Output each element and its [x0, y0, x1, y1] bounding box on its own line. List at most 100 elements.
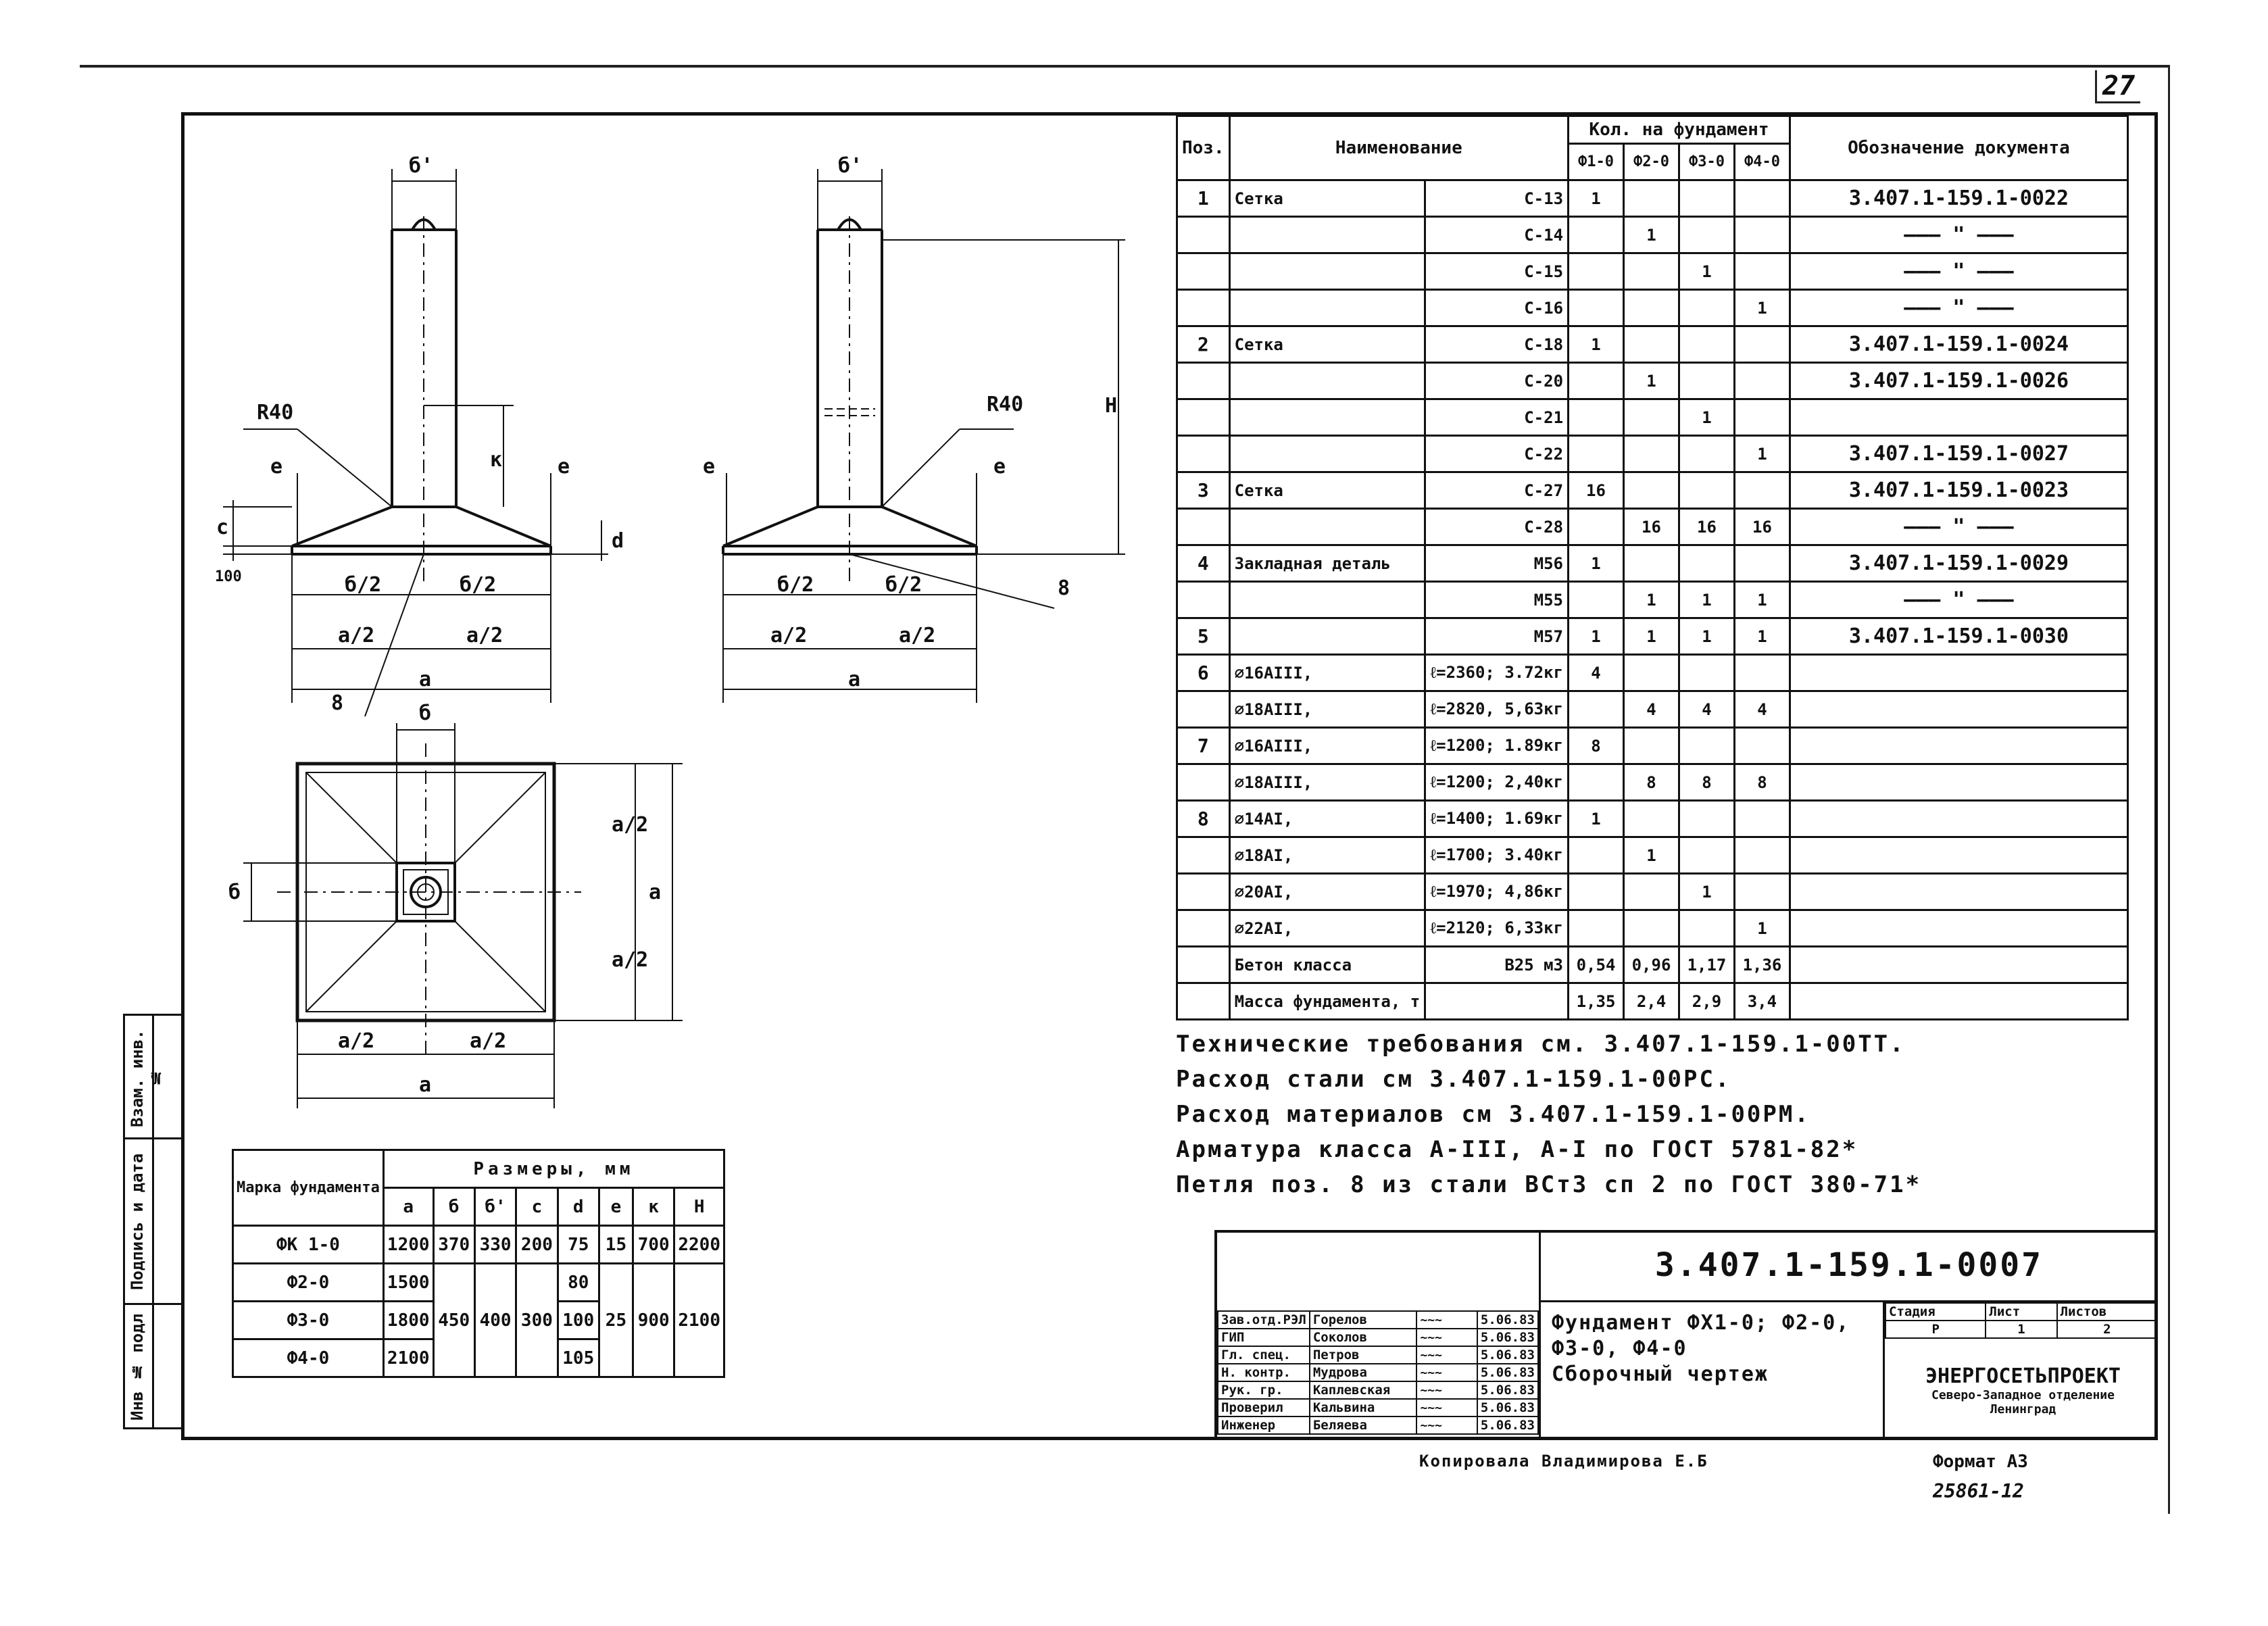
label-a2-plan-1: a/2: [612, 813, 648, 837]
note-line: Расход материалов см 3.407.1-159.1-00РМ.: [1176, 1101, 1810, 1128]
spec-header-name: Наименование: [1228, 115, 1570, 181]
stamp-name: Каплевская: [1308, 1381, 1418, 1400]
stamp-date: 5.06.83: [1476, 1310, 1539, 1329]
spec-qty: [1567, 252, 1625, 291]
label-b-plan-side: б: [228, 881, 241, 904]
stamp-sig: ~~~: [1416, 1398, 1478, 1417]
stamp-sig: ~~~: [1416, 1416, 1478, 1435]
stamp-role: Зав.отд.РЭЛ: [1217, 1310, 1310, 1329]
label-b1-1: б': [409, 154, 433, 178]
spec-qty: [1567, 216, 1625, 254]
spec-n1: ⌀16АIII,: [1228, 654, 1427, 692]
spec-qty: [1733, 544, 1791, 583]
stamp-sig: ~~~: [1416, 1346, 1478, 1364]
stamp-name: Петров: [1308, 1346, 1418, 1364]
stage-value: 2: [2056, 1320, 2159, 1339]
spec-pos: 2: [1176, 325, 1231, 364]
note-line: Расход стали см 3.407.1-159.1-00РС.: [1176, 1066, 1731, 1093]
spec-qty: [1733, 654, 1791, 692]
side-label-inv: Инв № подл: [128, 1313, 147, 1421]
dims-cell: 1800: [382, 1300, 435, 1340]
signature-mark: ~~~: [1420, 1383, 1442, 1398]
spec-qty: 1: [1623, 617, 1680, 656]
spec-qty: 1: [1623, 581, 1680, 619]
spec-qty: 1: [1623, 836, 1680, 874]
spec-qty: 1: [1567, 617, 1625, 656]
spec-doc: 3.407.1-159.1-0029: [1788, 544, 2129, 583]
spec-qty: 16: [1623, 508, 1680, 546]
spec-qty: [1567, 435, 1625, 473]
org-branch: Северо-Западное отделение: [1931, 1388, 2115, 1402]
side-label-sign: Подпись и дата: [128, 1153, 147, 1291]
title-line: Фундамент ФХ1-0; Ф2-0,: [1552, 1311, 1850, 1335]
spec-qty: [1623, 471, 1680, 510]
notes: Технические требования см. 3.407.1-159.1…: [1176, 1031, 1921, 1206]
spec-doc: ——— " ———: [1788, 216, 2129, 254]
spec-doc: 3.407.1-159.1-0027: [1788, 435, 2129, 473]
stamp-name: Соколов: [1308, 1328, 1418, 1347]
spec-n1: ⌀16АIII,: [1228, 726, 1427, 765]
spec-qty: [1567, 289, 1625, 327]
signature-mark: ~~~: [1420, 1348, 1442, 1362]
spec-qty: [1677, 654, 1735, 692]
spec-doc: [1788, 799, 2129, 838]
dims-col: H: [673, 1187, 725, 1227]
spec-qty: [1623, 398, 1680, 437]
label-8-1: 8: [331, 691, 343, 715]
spec-qty: 1: [1733, 435, 1791, 473]
spec-pos: [1176, 435, 1231, 473]
inventory-number: 25861-12: [1933, 1480, 2024, 1502]
spec-qty: [1623, 325, 1680, 364]
spec-qty: [1623, 179, 1680, 218]
dims-mark: Ф4-0: [232, 1338, 385, 1378]
stage-header: Стадия: [1884, 1302, 1987, 1321]
sheet-border: [80, 65, 2170, 1514]
spec-doc: ——— " ———: [1788, 252, 2129, 291]
spec-pos: [1176, 216, 1231, 254]
spec-qty: 1,17: [1677, 945, 1735, 984]
dims-cell: 100: [556, 1300, 600, 1340]
title-text: Фундамент ФХ1-0; Ф2-0, Ф3-0, Ф4-0 Сбороч…: [1552, 1310, 1850, 1387]
spec-n2: М56: [1424, 544, 1570, 583]
dims-col: б': [473, 1187, 518, 1227]
signature-mark: ~~~: [1420, 1419, 1442, 1433]
spec-qty: [1567, 398, 1625, 437]
spec-qty: [1677, 836, 1735, 874]
spec-qty: [1677, 216, 1735, 254]
spec-qty: 1: [1567, 799, 1625, 838]
spec-n1: [1228, 252, 1427, 291]
spec-n2: С-21: [1424, 398, 1570, 437]
stamp-row: Н. контр.Мудрова~~~5.06.83: [1217, 1363, 1539, 1382]
spec-qty: [1677, 909, 1735, 947]
signature-mark: ~~~: [1420, 1313, 1442, 1327]
title-line: Сборочный чертеж: [1552, 1362, 1769, 1386]
spec-qty: [1733, 325, 1791, 364]
spec-qty: [1733, 252, 1791, 291]
stage-header: Листов: [2056, 1302, 2159, 1321]
spec-n1: Закладная деталь: [1228, 544, 1427, 583]
spec-qty: [1677, 435, 1735, 473]
spec-header-qty: Кол. на фундамент: [1567, 115, 1791, 145]
stamp-sig: ~~~: [1416, 1381, 1478, 1400]
drawing-code: 3.407.1-159.1-0007: [1654, 1246, 2044, 1284]
format-label: Формат А3: [1933, 1452, 2028, 1472]
org-city: Ленинград: [1990, 1402, 2056, 1416]
spec-doc: [1788, 836, 2129, 874]
spec-n1: [1228, 216, 1427, 254]
spec-n1: ⌀18АIII,: [1228, 763, 1427, 802]
label-e-2: e: [558, 455, 570, 478]
dims-cell: 370: [432, 1225, 476, 1264]
spec-doc: [1788, 763, 2129, 802]
organization: ЭНЕРГОСЕТЬПРОЕКТ Северо-Западное отделен…: [1890, 1364, 2156, 1416]
